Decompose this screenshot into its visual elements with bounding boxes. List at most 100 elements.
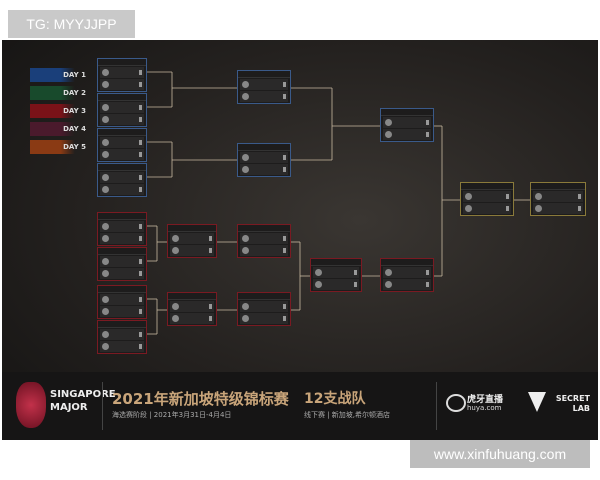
team-row bbox=[313, 267, 359, 278]
team-logo-icon bbox=[102, 343, 109, 350]
legend-label: DAY 4 bbox=[63, 125, 86, 133]
match-header bbox=[238, 144, 290, 151]
teams-count: 12支战队 bbox=[304, 391, 366, 407]
match-header bbox=[531, 183, 585, 190]
match-header bbox=[98, 213, 146, 220]
match-header bbox=[98, 59, 146, 66]
upper-bracket-match[interactable] bbox=[237, 70, 291, 104]
huya-logo-icon bbox=[446, 394, 466, 412]
team-logo-icon bbox=[102, 116, 109, 123]
score-mark bbox=[209, 248, 212, 253]
score-mark bbox=[426, 132, 429, 137]
team-logo-icon bbox=[102, 174, 109, 181]
score-mark bbox=[139, 82, 142, 87]
team-row bbox=[240, 91, 288, 102]
lower-bracket-match[interactable] bbox=[97, 212, 147, 246]
final-bracket-match[interactable] bbox=[530, 182, 586, 216]
team-logo-icon bbox=[102, 186, 109, 193]
score-mark bbox=[209, 304, 212, 309]
team-logo-icon bbox=[242, 93, 249, 100]
score-mark bbox=[139, 309, 142, 314]
team-row bbox=[100, 233, 144, 244]
score-mark bbox=[139, 259, 142, 264]
lower-bracket-match[interactable] bbox=[97, 247, 147, 281]
divider bbox=[436, 382, 437, 430]
match-header bbox=[168, 225, 216, 232]
upper-bracket-match[interactable] bbox=[237, 143, 291, 177]
match-header bbox=[381, 109, 433, 116]
score-mark bbox=[283, 155, 286, 160]
upper-bracket-match[interactable] bbox=[97, 93, 147, 127]
match-header bbox=[98, 94, 146, 101]
team-row bbox=[383, 267, 431, 278]
team-row bbox=[100, 102, 144, 113]
lower-bracket-match[interactable] bbox=[310, 258, 362, 292]
event-subtitle: 海选赛阶段 | 2021年3月31日-4月4日 bbox=[112, 411, 232, 419]
lower-bracket-match[interactable] bbox=[237, 292, 291, 326]
team-row bbox=[170, 233, 214, 244]
legend-label: DAY 1 bbox=[63, 71, 86, 79]
team-logo-icon bbox=[172, 235, 179, 242]
score-mark bbox=[139, 117, 142, 122]
score-mark bbox=[139, 175, 142, 180]
team-logo-icon bbox=[465, 193, 472, 200]
score-mark bbox=[139, 236, 142, 241]
event-logo-icon bbox=[16, 382, 46, 428]
score-mark bbox=[283, 82, 286, 87]
team-logo-icon bbox=[102, 104, 109, 111]
team-logo-icon bbox=[172, 247, 179, 254]
team-row bbox=[383, 117, 431, 128]
team-row bbox=[240, 164, 288, 175]
sponsor-secretlab: SECRET LAB bbox=[555, 394, 590, 413]
match-header bbox=[98, 321, 146, 328]
score-mark bbox=[139, 224, 142, 229]
score-mark bbox=[209, 316, 212, 321]
upper-bracket-match[interactable] bbox=[380, 108, 434, 142]
legend-day-4: DAY 4 bbox=[30, 122, 86, 136]
lower-bracket-match[interactable] bbox=[167, 224, 217, 258]
team-logo-icon bbox=[385, 131, 392, 138]
legend-label: DAY 3 bbox=[63, 107, 86, 115]
final-bracket-match[interactable] bbox=[460, 182, 514, 216]
score-mark bbox=[283, 248, 286, 253]
match-header bbox=[381, 259, 433, 266]
team-logo-icon bbox=[102, 308, 109, 315]
team-row bbox=[463, 191, 511, 202]
legend-day-2: DAY 2 bbox=[30, 86, 86, 100]
team-row bbox=[100, 268, 144, 279]
lower-bracket-match[interactable] bbox=[167, 292, 217, 326]
score-mark bbox=[283, 236, 286, 241]
lower-bracket-match[interactable] bbox=[380, 258, 434, 292]
score-mark bbox=[139, 70, 142, 75]
sponsor-huya: 虎牙直播 bbox=[467, 395, 504, 405]
score-mark bbox=[354, 270, 357, 275]
match-header bbox=[168, 293, 216, 300]
match-header bbox=[461, 183, 513, 190]
team-logo-icon bbox=[102, 270, 109, 277]
upper-bracket-match[interactable] bbox=[97, 58, 147, 92]
score-mark bbox=[139, 332, 142, 337]
watermark-top: TG: MYYJJPP bbox=[8, 10, 135, 38]
match-header bbox=[238, 225, 290, 232]
team-row bbox=[533, 203, 583, 214]
lower-bracket-match[interactable] bbox=[97, 320, 147, 354]
score-mark bbox=[426, 120, 429, 125]
team-row bbox=[100, 329, 144, 340]
upper-bracket-match[interactable] bbox=[97, 128, 147, 162]
score-mark bbox=[578, 206, 581, 211]
team-logo-icon bbox=[242, 166, 249, 173]
lower-bracket-match[interactable] bbox=[97, 285, 147, 319]
team-row bbox=[240, 152, 288, 163]
team-logo-icon bbox=[535, 205, 542, 212]
lower-bracket-match[interactable] bbox=[237, 224, 291, 258]
bracket-lines bbox=[147, 71, 530, 335]
team-row bbox=[383, 129, 431, 140]
team-row bbox=[463, 203, 511, 214]
teams-sub: 线下赛 | 新加坡,希尔顿酒店 bbox=[304, 411, 391, 419]
upper-bracket-match[interactable] bbox=[97, 163, 147, 197]
team-row bbox=[100, 149, 144, 160]
match-header bbox=[311, 259, 361, 266]
score-mark bbox=[354, 282, 357, 287]
event-title: 2021年新加坡特级锦标赛 bbox=[112, 390, 289, 408]
score-mark bbox=[139, 105, 142, 110]
